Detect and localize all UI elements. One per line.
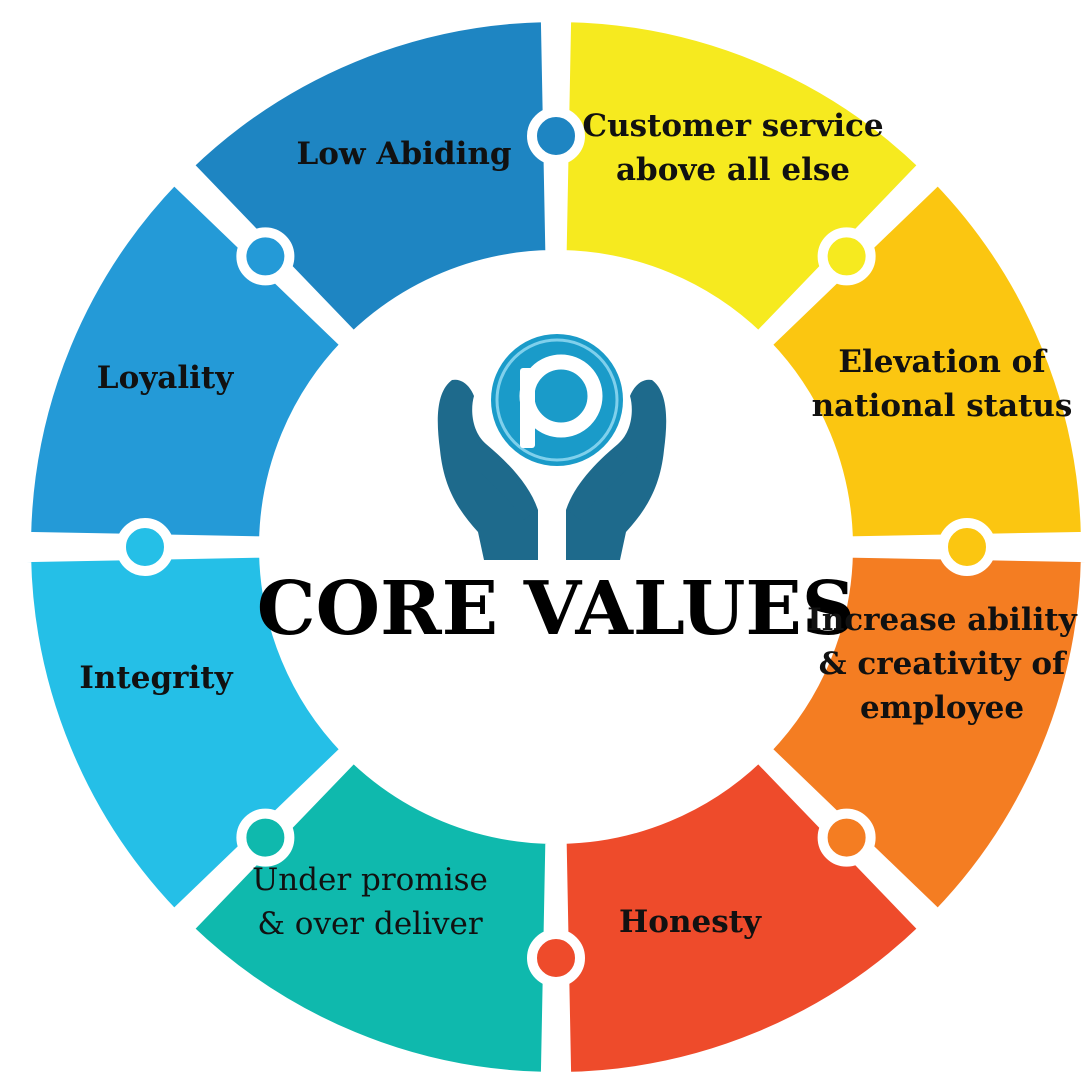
- segment-label-line: Honesty: [619, 904, 762, 940]
- puzzle-knob-loyalty: [236, 227, 295, 286]
- segment-label-line: & creativity of: [819, 646, 1067, 682]
- segment-label-line: Increase ability: [807, 602, 1077, 638]
- logo-p-icon: [519, 354, 603, 448]
- segment-label-line: above all else: [616, 152, 850, 188]
- segment-label-line: Under promise: [252, 862, 488, 898]
- segment-label-promise: Under promise & over deliver: [252, 862, 488, 942]
- left-thumb-icon: [464, 438, 534, 520]
- puzzle-knob-ability: [817, 808, 876, 867]
- segment-label-customer: Customer service above all else: [582, 108, 883, 188]
- segment-label-line: national status: [812, 388, 1073, 424]
- logo-badge: [491, 334, 623, 466]
- logo-badge-ring: [495, 338, 619, 462]
- segment-label-national: Elevation of national status: [812, 344, 1073, 424]
- segment-label-ability: Increase ability & creativity of employee: [807, 602, 1077, 726]
- segment-label-line: Elevation of: [838, 344, 1047, 380]
- hands-icon: [437, 379, 667, 560]
- center-logo: [437, 334, 667, 560]
- puzzle-knob-promise: [236, 808, 295, 867]
- puzzle-knobs: [116, 107, 996, 987]
- right-thumb-icon: [570, 438, 640, 520]
- puzzle-knob-national: [938, 518, 996, 576]
- puzzle-knob-integrity: [116, 518, 174, 576]
- segment-label-line: Low Abiding: [296, 136, 511, 172]
- segment-label-line: & over deliver: [257, 906, 483, 942]
- segment-label-loyalty: Loyality: [97, 360, 234, 396]
- core-values-title: CORE VALUES: [257, 566, 855, 652]
- segment-label-line: Customer service: [582, 108, 883, 144]
- segment-label-integrity: Integrity: [79, 660, 233, 696]
- segment-label-line: Integrity: [79, 660, 233, 696]
- segment-label-law: Low Abiding: [296, 136, 511, 172]
- puzzle-knob-customer: [817, 227, 876, 286]
- segment-label-line: employee: [860, 690, 1024, 726]
- segment-label-honesty: Honesty: [619, 904, 762, 940]
- puzzle-knob-honesty: [527, 929, 585, 987]
- puzzle-knob-law: [527, 107, 585, 165]
- segment-label-line: Loyality: [97, 360, 234, 396]
- center-disk: [270, 261, 842, 833]
